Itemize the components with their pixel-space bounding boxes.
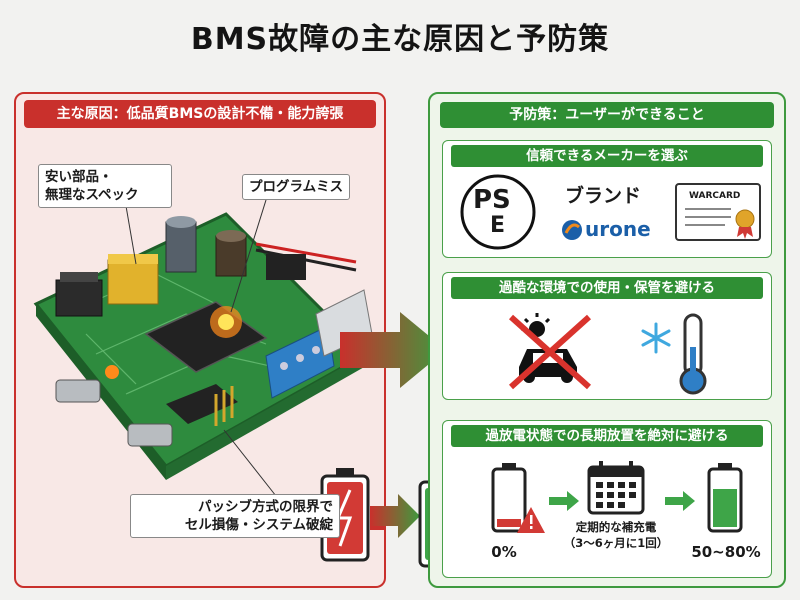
thermometer-icon	[679, 313, 707, 395]
card-harsh-environment: 過酷な環境での使用・保管を避ける	[442, 272, 772, 400]
brand-label: ブランド	[565, 185, 642, 207]
card-trusted-maker: 信頼できるメーカーを選ぶ PS E ブランド urone WARCARD	[442, 140, 772, 258]
recharge-schedule: 定期的な補充電 （3〜6ヶ月に1回）	[555, 519, 677, 551]
cause-header: 主な原因：低品質BMSの設計不備・能力誇張	[24, 100, 376, 128]
charged-battery-icon	[707, 463, 743, 533]
circuit-board-illustration	[33, 199, 384, 562]
card-over-discharge: 過放電状態での長期放置を絶対に避ける	[442, 420, 772, 578]
certificate-label: WARCARD	[689, 191, 741, 201]
card-over-discharge-title: 過放電状態での長期放置を絶対に避ける	[451, 425, 763, 447]
cause-panel: 主な原因：低品質BMSの設計不備・能力誇張 安い部品・ 無理なスペック プログラ…	[14, 92, 386, 588]
pse-mark-icon	[460, 174, 536, 250]
certificate-icon	[675, 183, 761, 241]
main-arrow	[340, 312, 446, 388]
callout-program-error: プログラムミス	[242, 174, 351, 200]
pse-mark-bottom: E	[490, 213, 506, 238]
brand-name: urone	[585, 217, 651, 241]
card-harsh-environment-title: 過酷な環境での使用・保管を避ける	[451, 277, 763, 299]
prevention-panel: 予防策：ユーザーができること 信頼できるメーカーを選ぶ PS E ブランド ur…	[428, 92, 786, 588]
battery-level-low: 0%	[491, 543, 517, 561]
callout-cheap-text: 安い部品・ 無理なスペック	[45, 169, 139, 203]
card-trusted-maker-title: 信頼できるメーカーを選ぶ	[451, 145, 763, 167]
hot-car-prohibited-icon	[508, 313, 592, 390]
arrow-right-icon	[665, 491, 695, 511]
callout-cheap-parts: 安い部品・ 無理なスペック	[38, 164, 172, 208]
arrow-right-icon	[549, 491, 579, 511]
callout-passive-limit: パッシブ方式の限界で セル損傷・システム破綻	[130, 494, 340, 538]
battery-level-target: 50~80%	[691, 543, 761, 561]
page-title: BMS故障の主な原因と予防策	[190, 22, 610, 57]
pse-mark-top: PS	[473, 185, 511, 215]
snowflake-icon	[641, 322, 671, 354]
battery-arrow	[370, 494, 420, 538]
calendar-icon	[587, 461, 645, 515]
urone-logo-icon	[562, 220, 582, 240]
recharge-schedule-text: 定期的な補充電 （3〜6ヶ月に1回）	[563, 520, 669, 550]
prevention-header: 予防策：ユーザーができること	[440, 102, 774, 128]
callout-passive-text: パッシブ方式の限界で セル損傷・システム破綻	[184, 499, 333, 533]
empty-battery-icon	[491, 463, 545, 533]
